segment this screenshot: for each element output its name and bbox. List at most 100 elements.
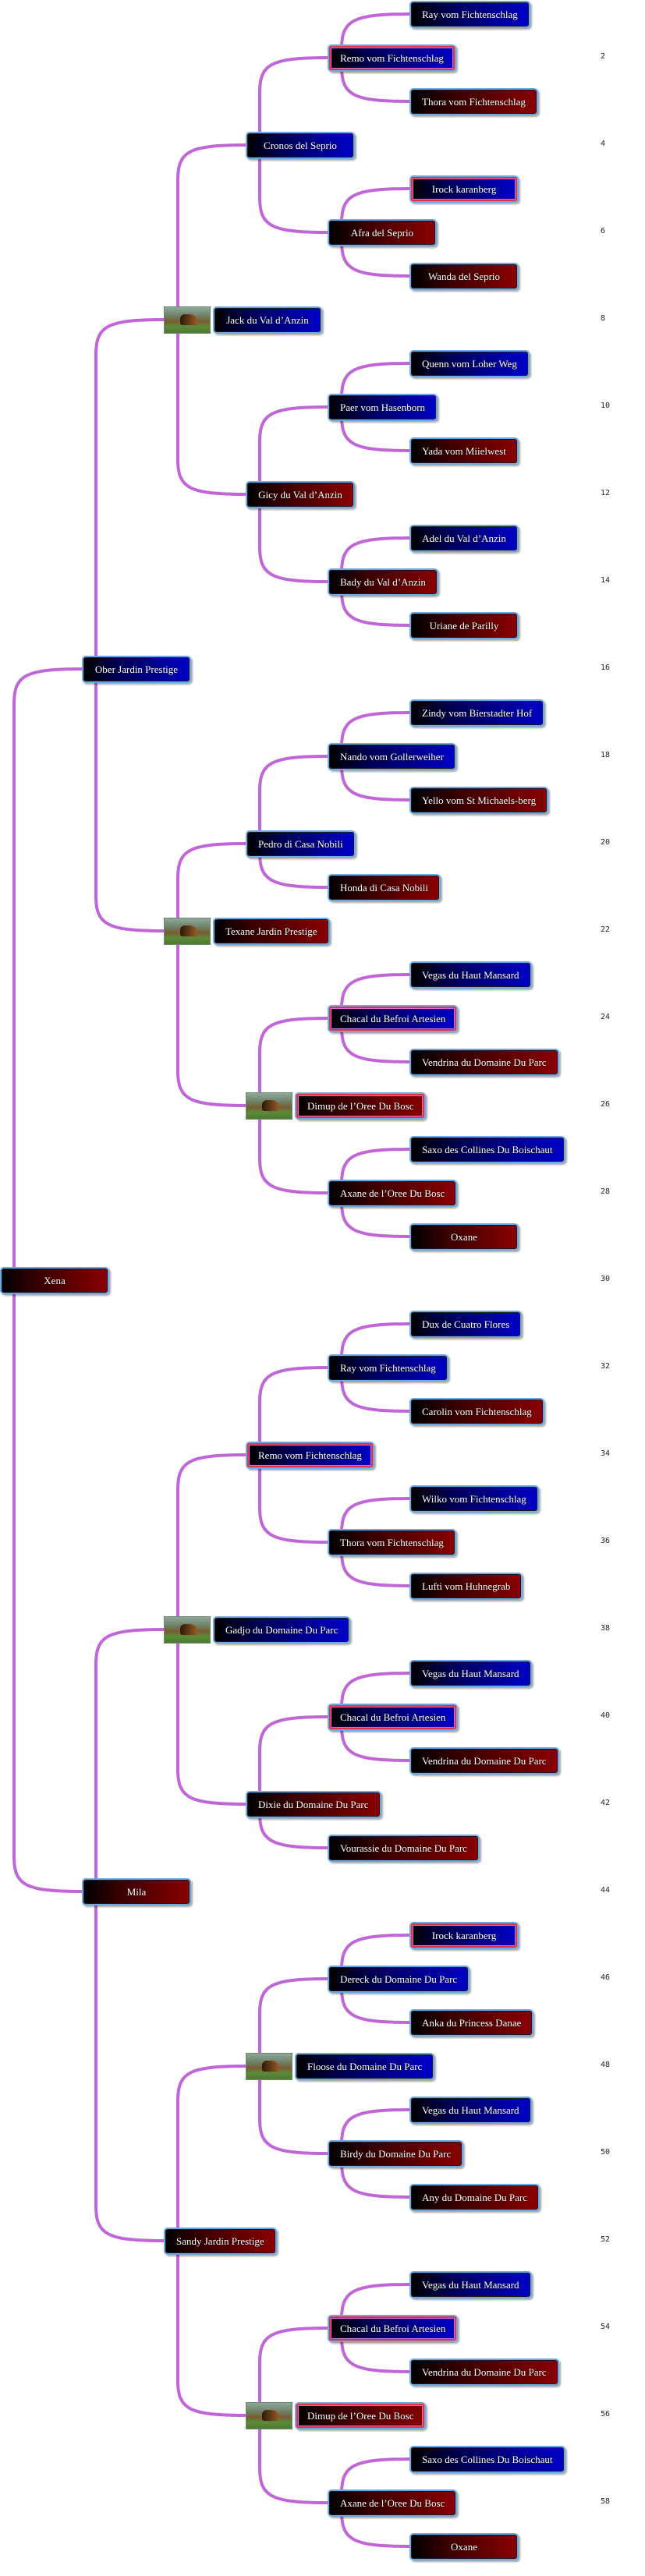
- pedigree-node[interactable]: Dereck du Domaine Du Parc: [328, 1966, 470, 1993]
- female-dog-name-button[interactable]: Vendrina du Domaine Du Parc: [409, 2358, 559, 2386]
- male-dog-name-button[interactable]: Remo vom Fichtenschlag: [328, 44, 456, 72]
- pedigree-node[interactable]: Mila: [82, 1878, 191, 1905]
- pedigree-node[interactable]: Ober Jardin Prestige: [82, 656, 191, 683]
- pedigree-node[interactable]: Pedro di Casa Nobili: [246, 830, 356, 858]
- pedigree-node[interactable]: Floose du Domaine Du Parc: [246, 2053, 435, 2080]
- pedigree-node[interactable]: Dixie du Domaine Du Parc: [246, 1791, 381, 1818]
- female-dog-name-button[interactable]: Dimup de l’Oree Du Bosc: [295, 2402, 427, 2429]
- pedigree-node[interactable]: Birdy du Domaine Du Parc: [328, 2140, 464, 2167]
- male-dog-name-button[interactable]: Chacal du Befroi Artesien: [328, 1704, 459, 1731]
- pedigree-node[interactable]: Thora vom Fichtenschlag: [409, 88, 538, 115]
- pedigree-node[interactable]: Vendrina du Domaine Du Parc: [409, 1049, 559, 1076]
- male-dog-name-button[interactable]: Vegas du Haut Mansard: [409, 1660, 532, 1687]
- pedigree-node[interactable]: Adel du Val d’Anzin: [409, 525, 519, 552]
- male-dog-name-button[interactable]: Irock karanberg: [409, 175, 519, 203]
- pedigree-node[interactable]: Nando vom Gollerweiher: [328, 743, 456, 770]
- pedigree-node[interactable]: Uriane de Parilly: [409, 612, 519, 639]
- pedigree-node[interactable]: Irock karanberg: [409, 175, 519, 203]
- female-dog-name-button[interactable]: Sandy Jardin Prestige: [164, 2227, 277, 2255]
- male-dog-name-button[interactable]: Paer vom Hasenborn: [328, 394, 438, 421]
- pedigree-node[interactable]: Vendrina du Domaine Du Parc: [409, 1747, 559, 1775]
- male-dog-name-button[interactable]: Chacal du Befroi Artesien: [328, 1005, 459, 1032]
- pedigree-node[interactable]: Sandy Jardin Prestige: [164, 2227, 277, 2255]
- pedigree-node[interactable]: Honda di Casa Nobili: [328, 874, 441, 901]
- pedigree-node[interactable]: Cronos del Seprio: [246, 132, 355, 159]
- pedigree-node[interactable]: Lufti vom Huhnegrab: [409, 1573, 523, 1600]
- female-dog-name-button[interactable]: Dimup de l’Oree Du Bosc: [295, 1092, 427, 1120]
- dog-photo-thumbnail[interactable]: [164, 306, 211, 334]
- male-dog-name-button[interactable]: Remo vom Fichtenschlag: [246, 1442, 374, 1469]
- male-dog-name-button[interactable]: Saxo des Collines Du Boischaut: [409, 1136, 565, 1163]
- female-dog-name-button[interactable]: Anka du Princess Danae: [409, 2009, 534, 2036]
- female-dog-name-button[interactable]: Lufti vom Huhnegrab: [409, 1573, 523, 1600]
- female-dog-name-button[interactable]: Yello vom St Michaels-berg: [409, 787, 549, 814]
- pedigree-node[interactable]: Wilko vom Fichtenschlag: [409, 1485, 539, 1513]
- pedigree-node[interactable]: Remo vom Fichtenschlag: [246, 1442, 374, 1469]
- female-dog-name-button[interactable]: Gicy du Val d’Anzin: [246, 481, 355, 508]
- pedigree-node[interactable]: Zindy vom Bierstadter Hof: [409, 699, 545, 727]
- female-dog-name-button[interactable]: Xena: [0, 1267, 109, 1294]
- pedigree-node[interactable]: Any du Domaine Du Parc: [409, 2184, 540, 2211]
- male-dog-name-button[interactable]: Nando vom Gollerweiher: [328, 743, 456, 770]
- pedigree-node[interactable]: Vourassie du Domaine Du Parc: [328, 1835, 480, 1862]
- pedigree-node[interactable]: Afra del Seprio: [328, 219, 437, 246]
- female-dog-name-button[interactable]: Thora vom Fichtenschlag: [328, 1529, 456, 1556]
- female-dog-name-button[interactable]: Carolin vom Fichtenschlag: [409, 1398, 544, 1425]
- female-dog-name-button[interactable]: Thora vom Fichtenschlag: [409, 88, 538, 115]
- male-dog-name-button[interactable]: Ray vom Fichtenschlag: [409, 1, 530, 28]
- female-dog-name-button[interactable]: Dixie du Domaine Du Parc: [246, 1791, 381, 1818]
- pedigree-node[interactable]: Dux de Cuatro Flores: [409, 1311, 523, 1338]
- dog-photo-thumbnail[interactable]: [246, 2053, 292, 2080]
- female-dog-name-button[interactable]: Yada vom Miielwest: [409, 437, 519, 465]
- male-dog-name-button[interactable]: Irock karanberg: [409, 1922, 519, 1949]
- male-dog-name-button[interactable]: Zindy vom Bierstadter Hof: [409, 699, 545, 727]
- pedigree-node[interactable]: Oxane: [409, 1223, 519, 1251]
- pedigree-node[interactable]: Bady du Val d’Anzin: [328, 568, 438, 596]
- pedigree-node[interactable]: Xena: [0, 1267, 109, 1294]
- male-dog-name-button[interactable]: Cronos del Seprio: [246, 132, 355, 159]
- pedigree-node[interactable]: Gadjo du Domaine Du Parc: [164, 1616, 351, 1644]
- pedigree-node[interactable]: Dimup de l’Oree Du Bosc: [246, 2402, 427, 2429]
- pedigree-node[interactable]: Carolin vom Fichtenschlag: [409, 1398, 544, 1425]
- male-dog-name-button[interactable]: Chacal du Befroi Artesien: [328, 2315, 459, 2342]
- pedigree-node[interactable]: Anka du Princess Danae: [409, 2009, 534, 2036]
- pedigree-node[interactable]: Paer vom Hasenborn: [328, 394, 438, 421]
- male-dog-name-button[interactable]: Vegas du Haut Mansard: [409, 2097, 532, 2124]
- pedigree-node[interactable]: Saxo des Collines Du Boischaut: [409, 2446, 565, 2473]
- pedigree-node[interactable]: Texane Jardin Prestige: [164, 918, 330, 945]
- male-dog-name-button[interactable]: Vegas du Haut Mansard: [409, 961, 532, 989]
- male-dog-name-button[interactable]: Ober Jardin Prestige: [82, 656, 191, 683]
- female-dog-name-button[interactable]: Afra del Seprio: [328, 219, 437, 246]
- male-dog-name-button[interactable]: Dereck du Domaine Du Parc: [328, 1966, 470, 1993]
- dog-photo-thumbnail[interactable]: [246, 1092, 292, 1120]
- male-dog-name-button[interactable]: Gadjo du Domaine Du Parc: [213, 1616, 351, 1644]
- pedigree-node[interactable]: Chacal du Befroi Artesien: [328, 1005, 459, 1032]
- pedigree-node[interactable]: Chacal du Befroi Artesien: [328, 2315, 459, 2342]
- pedigree-node[interactable]: Ray vom Fichtenschlag: [328, 1354, 448, 1382]
- pedigree-node[interactable]: Thora vom Fichtenschlag: [328, 1529, 456, 1556]
- pedigree-node[interactable]: Remo vom Fichtenschlag: [328, 44, 456, 72]
- pedigree-node[interactable]: Quenn vom Loher Weg: [409, 350, 530, 377]
- female-dog-name-button[interactable]: Vendrina du Domaine Du Parc: [409, 1049, 559, 1076]
- female-dog-name-button[interactable]: Birdy du Domaine Du Parc: [328, 2140, 464, 2167]
- pedigree-node[interactable]: Saxo des Collines Du Boischaut: [409, 1136, 565, 1163]
- dog-photo-thumbnail[interactable]: [164, 918, 211, 945]
- pedigree-node[interactable]: Oxane: [409, 2533, 519, 2560]
- female-dog-name-button[interactable]: Texane Jardin Prestige: [213, 918, 330, 945]
- male-dog-name-button[interactable]: Floose du Domaine Du Parc: [295, 2053, 435, 2080]
- female-dog-name-button[interactable]: Axane de l’Oree Du Bosc: [328, 1180, 458, 1207]
- pedigree-node[interactable]: Vendrina du Domaine Du Parc: [409, 2358, 559, 2386]
- female-dog-name-button[interactable]: Uriane de Parilly: [409, 612, 519, 639]
- pedigree-node[interactable]: Chacal du Befroi Artesien: [328, 1704, 459, 1731]
- female-dog-name-button[interactable]: Wanda del Seprio: [409, 263, 519, 290]
- male-dog-name-button[interactable]: Quenn vom Loher Weg: [409, 350, 530, 377]
- female-dog-name-button[interactable]: Mila: [82, 1878, 191, 1905]
- pedigree-node[interactable]: Axane de l’Oree Du Bosc: [328, 1180, 458, 1207]
- pedigree-node[interactable]: Axane de l’Oree Du Bosc: [328, 2489, 458, 2517]
- male-dog-name-button[interactable]: Pedro di Casa Nobili: [246, 830, 356, 858]
- male-dog-name-button[interactable]: Saxo des Collines Du Boischaut: [409, 2446, 565, 2473]
- male-dog-name-button[interactable]: Vegas du Haut Mansard: [409, 2271, 532, 2298]
- male-dog-name-button[interactable]: Wilko vom Fichtenschlag: [409, 1485, 539, 1513]
- male-dog-name-button[interactable]: Dux de Cuatro Flores: [409, 1311, 523, 1338]
- pedigree-node[interactable]: Yello vom St Michaels-berg: [409, 787, 549, 814]
